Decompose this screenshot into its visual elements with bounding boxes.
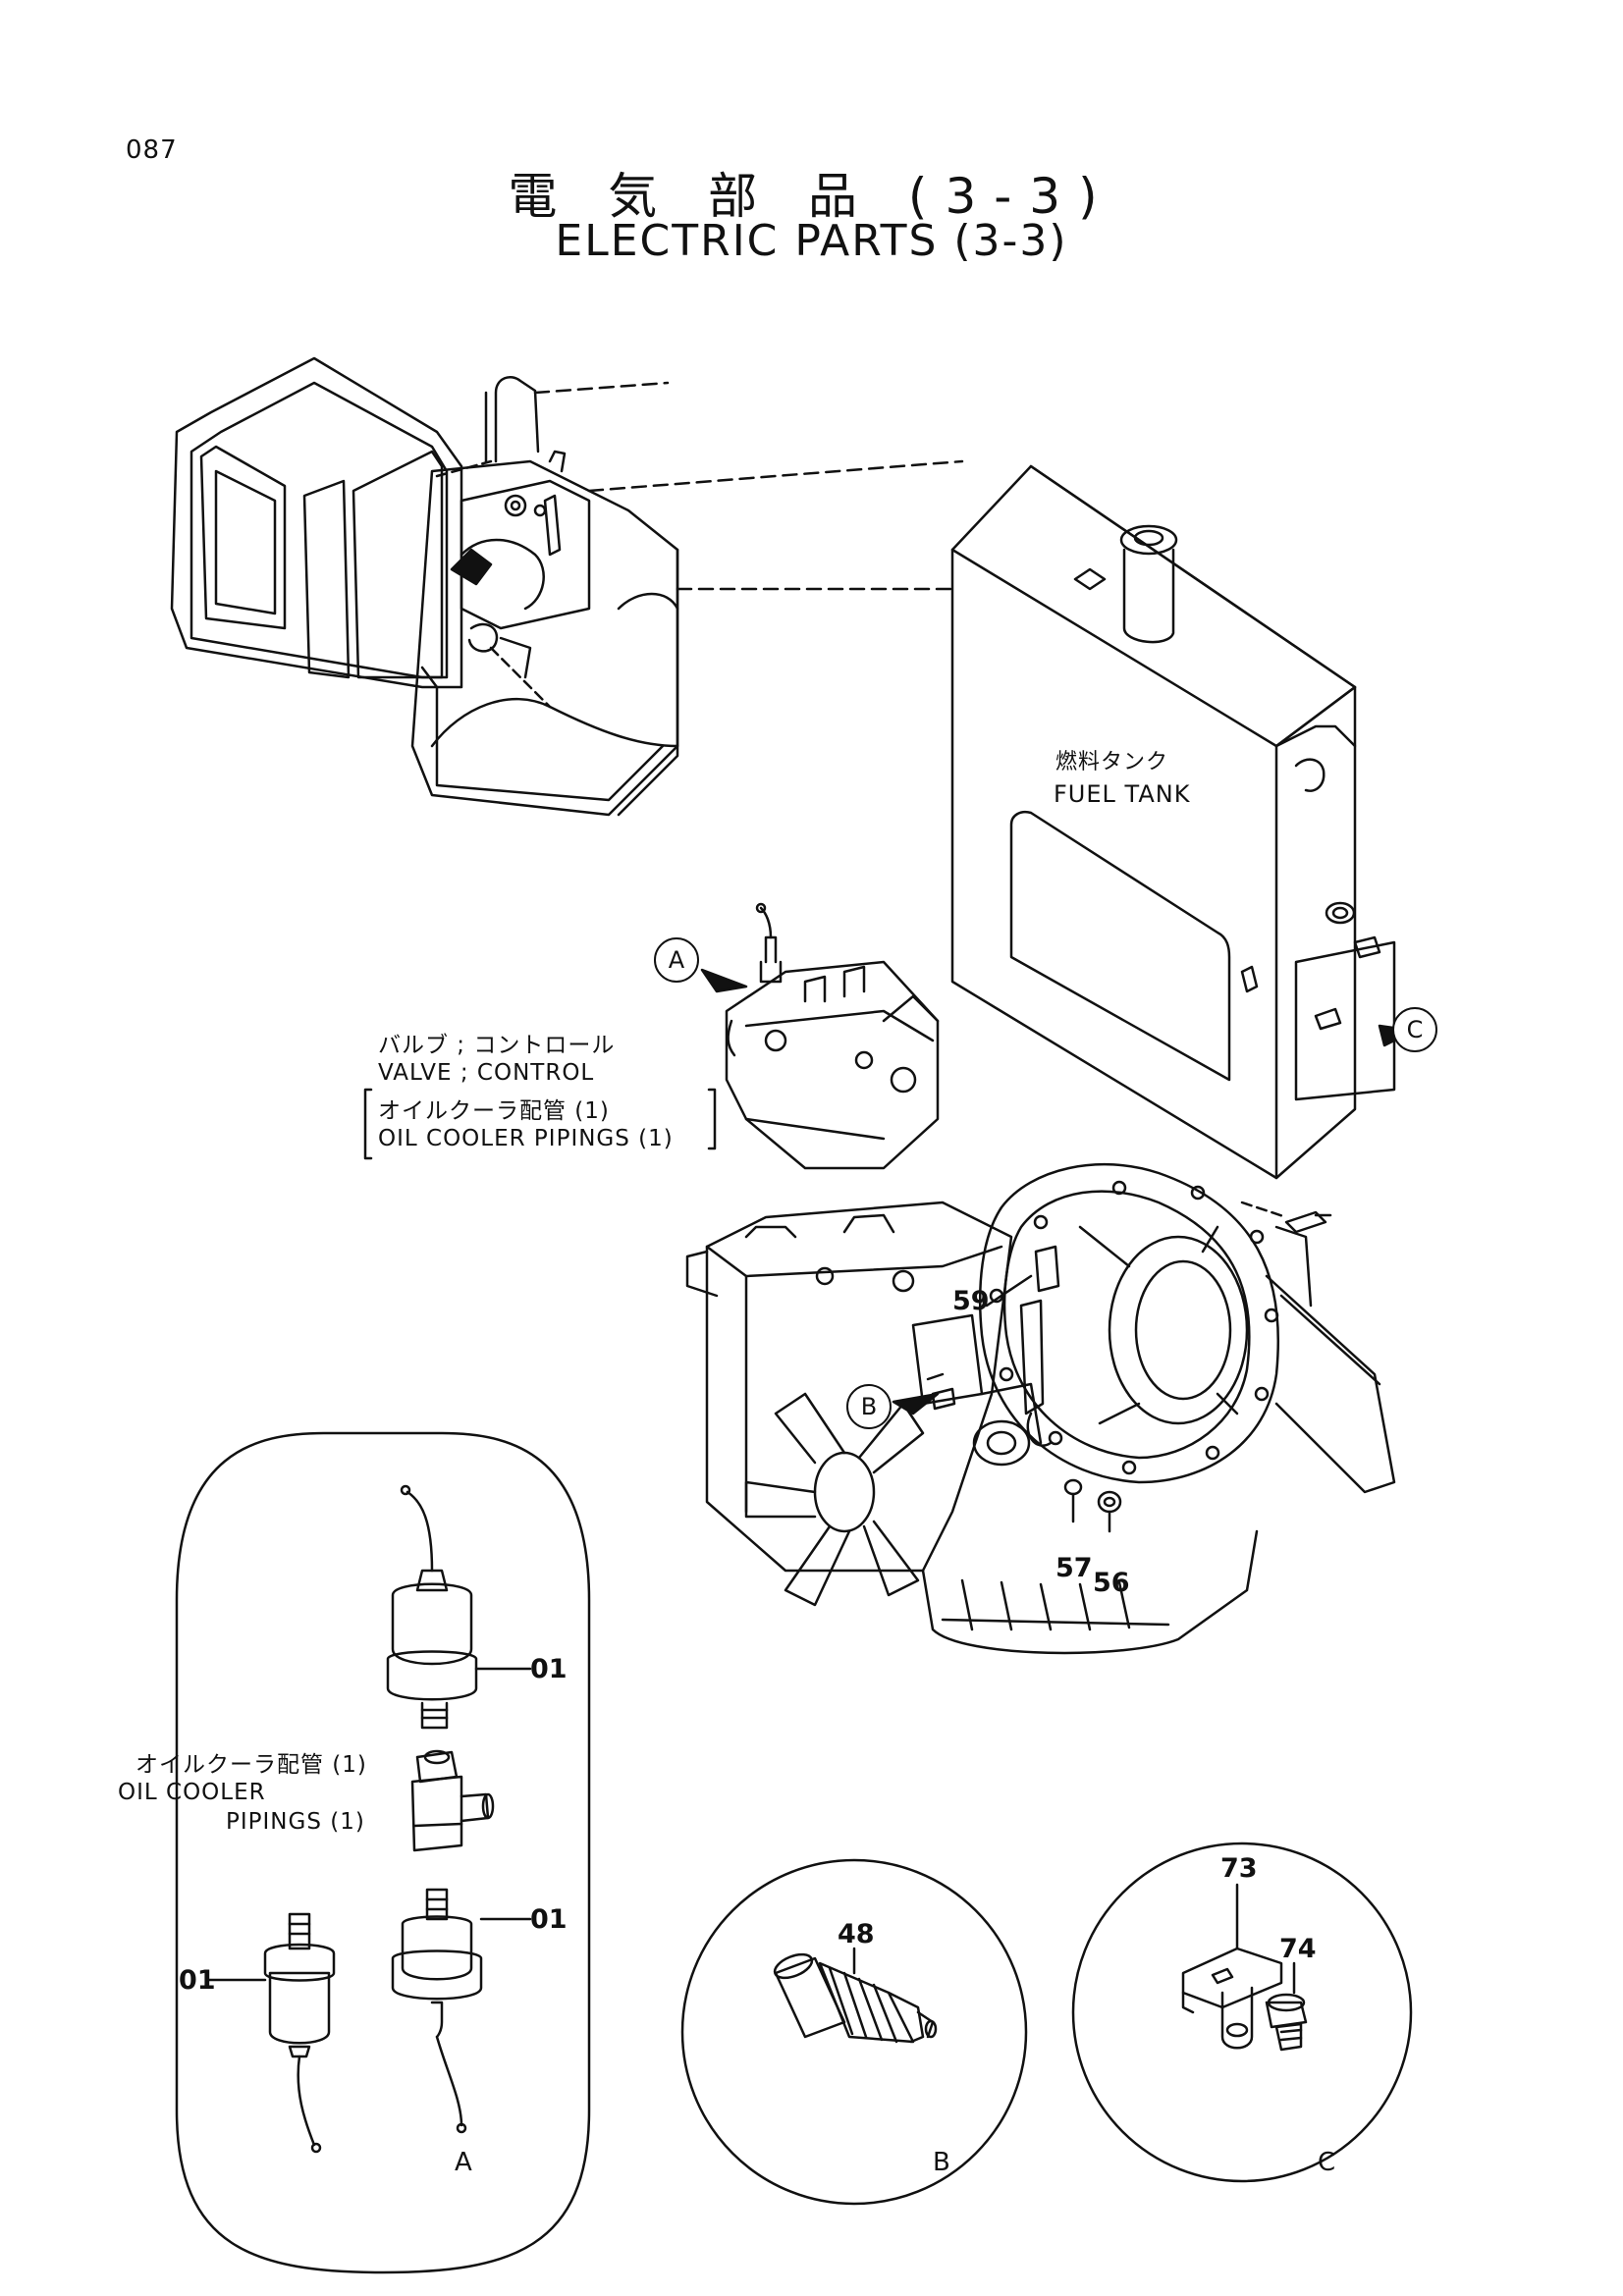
part-number-01-middle: 01 (530, 1904, 568, 1935)
detail-b-illustration (680, 1858, 1028, 2206)
detail-c-letter: C (1318, 2148, 1336, 2177)
part-number-73: 73 (1220, 1853, 1258, 1884)
detail-a-illustration (175, 1431, 591, 2274)
detail-a-oil-cooler-label-japanese: オイルクーラ配管 (1) (135, 1752, 367, 1778)
detail-a-oil-cooler-label-english-2: PIPINGS (1) (226, 1809, 365, 1835)
fuel-tank-illustration (950, 464, 1396, 1234)
engine-illustration (685, 1162, 1396, 1655)
callout-b: B (846, 1384, 892, 1429)
valve-label-japanese: バルブ ; コントロール (378, 1033, 616, 1058)
callout-a: A (654, 937, 699, 983)
fuel-tank-label-english: FUEL TANK (1054, 780, 1191, 808)
detail-a-letter: A (455, 2148, 472, 2177)
part-number-01-top: 01 (530, 1654, 568, 1684)
part-number-48: 48 (838, 1919, 875, 1949)
part-number-59: 59 (952, 1286, 990, 1316)
page-number: 087 (126, 135, 178, 165)
part-number-01-left: 01 (179, 1965, 216, 1996)
callout-a-pointer (700, 968, 748, 993)
part-number-57: 57 (1055, 1553, 1093, 1583)
oil-cooler-label-english: OIL COOLER PIPINGS (1) (378, 1126, 674, 1151)
fuel-tank-label-japanese: 燃料タンク (1055, 750, 1169, 774)
valve-label-english: VALVE ; CONTROL (378, 1060, 595, 1086)
detail-a-oil-cooler-label-english-1: OIL COOLER (118, 1780, 266, 1805)
oil-cooler-label-japanese: オイルクーラ配管 (1) (378, 1098, 610, 1124)
callout-c: C (1392, 1007, 1437, 1052)
excavator-overview-illustration (170, 356, 964, 817)
callout-b-pointer (892, 1392, 940, 1415)
part-number-56: 56 (1093, 1568, 1130, 1598)
detail-b-letter: B (933, 2148, 950, 2177)
page-title-english: ELECTRIC PARTS (3-3) (555, 216, 1068, 266)
detail-c-illustration (1071, 1842, 1413, 2183)
part-number-74: 74 (1279, 1934, 1317, 1964)
control-valve-illustration (725, 902, 940, 1170)
page-title-japanese: 電 気 部 品 (3-3) (508, 168, 1115, 225)
